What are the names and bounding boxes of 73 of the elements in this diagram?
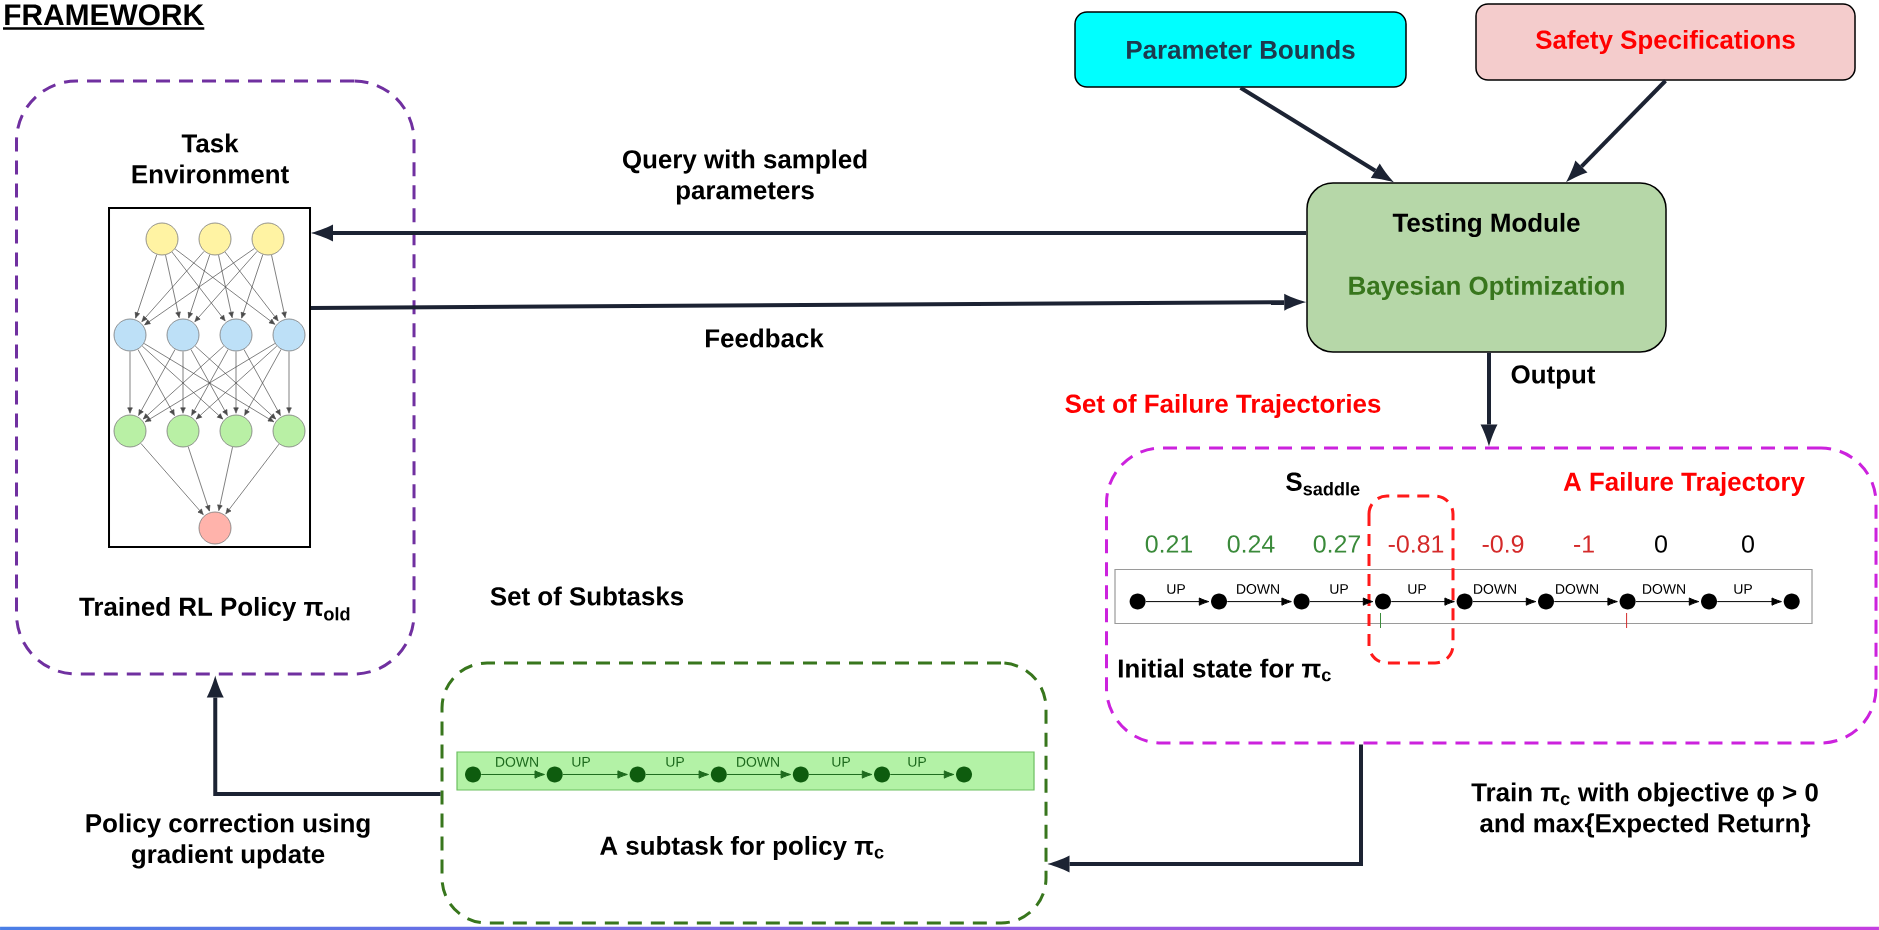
- transition-arrow: [889, 770, 955, 779]
- edge-label: Feedback: [706, 328, 824, 348]
- transition-arrow: [1635, 597, 1700, 606]
- transition-arrow: [808, 770, 873, 779]
- transition-arrow: [1553, 597, 1618, 606]
- transition-arrow: [1145, 597, 1210, 606]
- state-dot: [1129, 593, 1146, 610]
- state-caption: Initial state for π$_{c}$: [1118, 658, 1331, 682]
- edge-label: Query with sampled parameters: [623, 149, 867, 205]
- action-label: UP: [1408, 584, 1426, 594]
- reward-value: 0: [1655, 535, 1667, 553]
- action-label: DOWN: [1237, 584, 1279, 594]
- transition-arrow: [1390, 597, 1455, 606]
- action-label: UP: [572, 757, 590, 767]
- action-label: DOWN: [1556, 584, 1598, 594]
- action-label: UP: [1734, 584, 1752, 594]
- state-dot: [874, 766, 890, 783]
- panel-title: Set of Failure Trajectories: [1065, 393, 1381, 419]
- transition-arrow: [480, 770, 545, 779]
- trajectory-strip: [456, 751, 1035, 791]
- box-title: Testing Module: [1392, 212, 1580, 238]
- process-box: [1306, 182, 1667, 353]
- action-label: DOWN: [1474, 584, 1516, 594]
- transition-arrow: [1472, 597, 1537, 606]
- flow-arrow: [206, 675, 441, 796]
- reward-value: 0.27: [1313, 535, 1360, 553]
- input-box: Parameter Bounds: [1074, 11, 1407, 88]
- state-dot: [629, 766, 646, 783]
- action-label: UP: [832, 757, 850, 767]
- action-label: DOWN: [1643, 584, 1685, 594]
- edge-label: Policy correction using gradient update: [86, 813, 370, 869]
- neural-network-drawing: [108, 207, 311, 548]
- flow-arrow: [1047, 744, 1363, 873]
- box-subtitle: Bayesian Optimization: [1349, 275, 1624, 301]
- state-dot: [792, 766, 809, 783]
- input-box: Safety Specifications: [1475, 3, 1856, 81]
- state-dot: [710, 766, 727, 783]
- reward-value: -1: [1574, 535, 1594, 553]
- state-dot: [956, 766, 972, 783]
- reward-value: 0.24: [1227, 535, 1275, 553]
- trajectory-strip: [1114, 568, 1813, 625]
- transition-arrow: [1226, 597, 1292, 606]
- transition-arrow: [1309, 597, 1374, 606]
- state-dot: [546, 766, 563, 783]
- transition-arrow: [1716, 597, 1782, 606]
- flow-arrow: [311, 293, 1307, 311]
- edge-label: Train π$_{c}$ with objective φ > 0 and max{Expected Return}: [1471, 782, 1818, 838]
- state-dot: [465, 766, 481, 783]
- action-label: UP: [1330, 584, 1348, 594]
- flow-arrow: [1239, 86, 1394, 183]
- transition-arrow: [645, 770, 710, 779]
- action-label: UP: [1167, 584, 1185, 594]
- panel-subtitle: A Failure Trajectory: [1563, 471, 1805, 497]
- action-label: UP: [908, 757, 926, 767]
- panel-caption: A subtask for policy π$_{c}$: [600, 835, 884, 861]
- action-label: UP: [666, 757, 684, 767]
- page-title: FRAMEWORK: [3, 4, 205, 30]
- reward-value: -0.9: [1482, 535, 1524, 553]
- panel-caption: Trained RL Policy π$_{old}$: [79, 596, 350, 622]
- reward-value: 0.21: [1145, 535, 1193, 553]
- flow-arrow: [311, 224, 1307, 242]
- transition-arrow: [562, 770, 628, 779]
- panel-title: Task Environment: [132, 133, 289, 184]
- flow-arrow: [1566, 79, 1667, 183]
- panel-title: Set of Subtasks: [490, 586, 684, 606]
- reward-value: -0.81: [1388, 535, 1444, 553]
- reward-value: 0: [1742, 535, 1754, 553]
- action-label: DOWN: [496, 756, 538, 767]
- action-label: DOWN: [737, 756, 779, 767]
- edge-label: Output: [1511, 365, 1596, 389]
- transition-arrow: [726, 770, 792, 779]
- flow-arrow: [1480, 352, 1498, 447]
- state-label: S$_{saddle}$: [1286, 472, 1360, 496]
